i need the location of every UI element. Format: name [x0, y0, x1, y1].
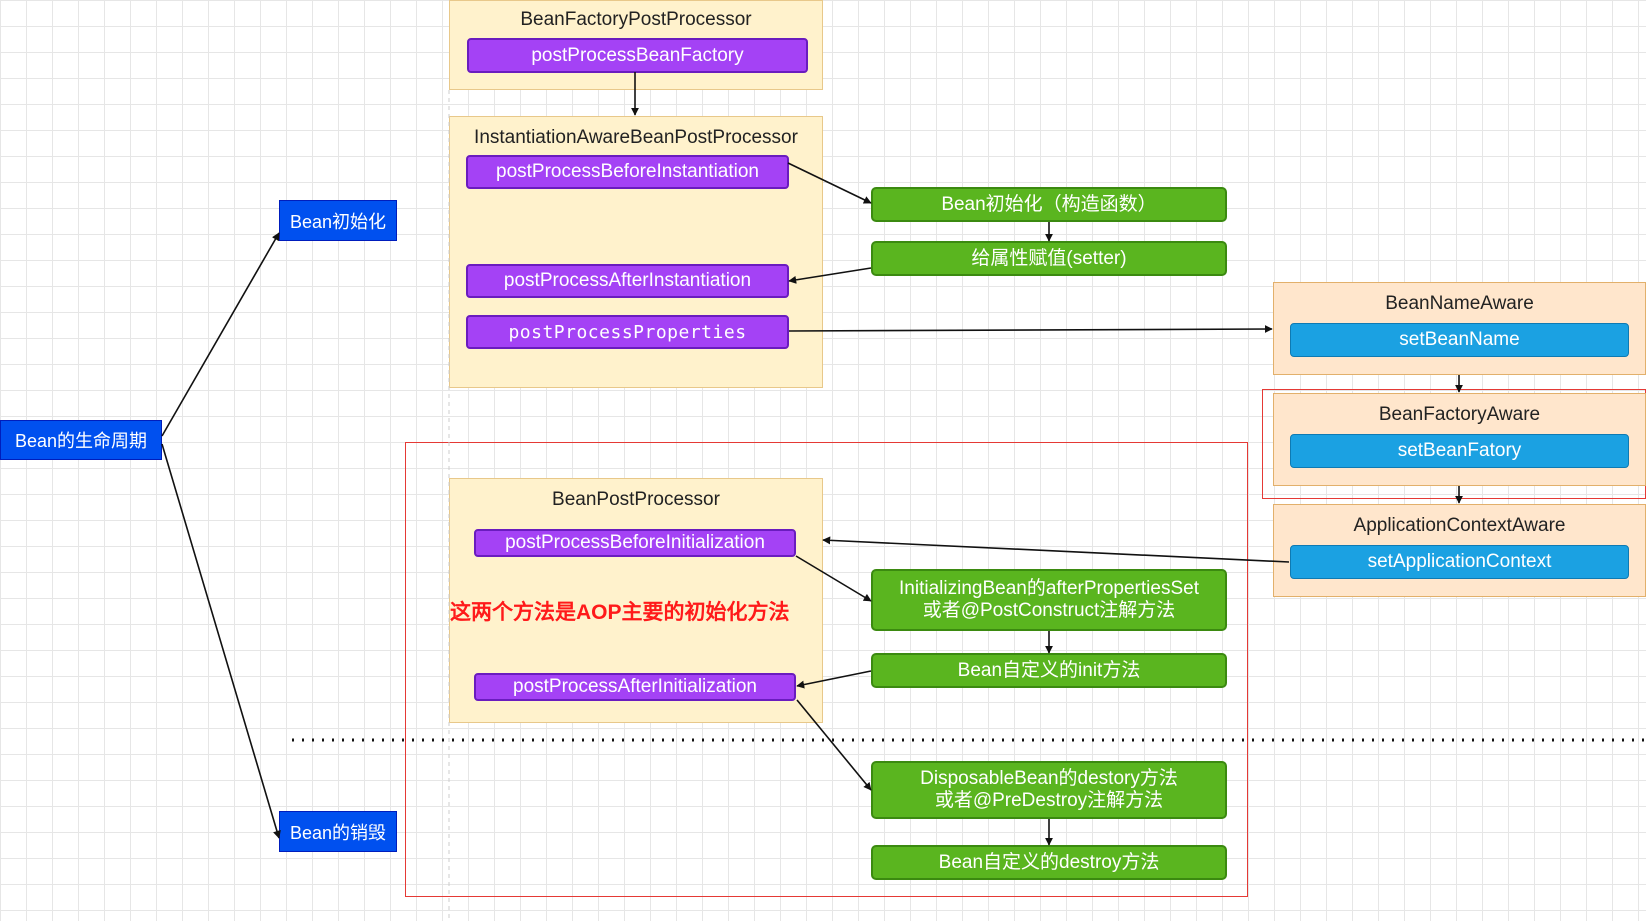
instantiation-aware-bean-post-processor-title: InstantiationAwareBeanPostProcessor: [474, 127, 798, 148]
post-process-bean-factory-method[interactable]: postProcessBeanFactory: [467, 38, 808, 73]
bean-name-aware-group: BeanNameAware setBeanName: [1273, 282, 1646, 375]
set-bean-factory-method[interactable]: setBeanFatory: [1290, 434, 1629, 468]
post-process-after-initialization-method[interactable]: postProcessAfterInitialization: [474, 673, 796, 701]
bean-init-node[interactable]: Bean初始化: [279, 200, 397, 241]
after-properties-set-step[interactable]: InitializingBean的afterPropertiesSet 或者@P…: [871, 569, 1227, 631]
disposable-bean-step[interactable]: DisposableBean的destory方法 或者@PreDestroy注解…: [871, 761, 1227, 819]
custom-destroy-step[interactable]: Bean自定义的destroy方法: [871, 845, 1227, 880]
bean-constructor-label: Bean初始化（构造函数）: [941, 193, 1157, 215]
properties-to-bean-name-aware-arrow: [788, 325, 1273, 334]
bean-constructor-step[interactable]: Bean初始化（构造函数）: [871, 187, 1227, 222]
bean-factory-aware-title: BeanFactoryAware: [1378, 404, 1541, 425]
custom-destroy-label: Bean自定义的destroy方法: [938, 851, 1160, 873]
after-properties-set-line1: InitializingBean的afterPropertiesSet: [899, 578, 1199, 599]
custom-init-step[interactable]: Bean自定义的init方法: [871, 653, 1227, 688]
bean-post-processor-title: BeanPostProcessor: [552, 489, 720, 510]
bean-factory-aware-group: BeanFactoryAware setBeanFatory: [1273, 393, 1646, 486]
bean-name-aware-title: BeanNameAware: [1385, 293, 1534, 314]
application-context-aware-group: ApplicationContextAware setApplicationCo…: [1273, 504, 1646, 597]
application-context-aware-title: ApplicationContextAware: [1353, 515, 1566, 536]
property-setter-step[interactable]: 给属性赋值(setter): [871, 241, 1227, 276]
instantiation-aware-bean-post-processor-group: InstantiationAwareBeanPostProcessor post…: [449, 116, 823, 388]
set-bean-name-method[interactable]: setBeanName: [1290, 323, 1629, 357]
post-process-before-initialization-method[interactable]: postProcessBeforeInitialization: [474, 529, 796, 557]
bean-destroy-node[interactable]: Bean的销毁: [279, 811, 397, 852]
bean-post-processor-group: BeanPostProcessor postProcessBeforeIniti…: [449, 478, 823, 723]
set-application-context-method[interactable]: setApplicationContext: [1290, 545, 1629, 579]
root-to-init-arrow: [161, 232, 280, 437]
post-process-properties-method[interactable]: postProcessProperties: [466, 315, 789, 349]
bean-factory-post-processor-title: BeanFactoryPostProcessor: [520, 9, 752, 30]
after-properties-set-line2: 或者@PostConstruct注解方法: [922, 600, 1176, 621]
bean-lifecycle-root[interactable]: Bean的生命周期: [0, 420, 162, 460]
disposable-bean-line2: 或者@PreDestroy注解方法: [934, 790, 1164, 811]
aop-initialization-note: 这两个方法是AOP主要的初始化方法: [450, 601, 790, 624]
disposable-bean-line1: DisposableBean的destory方法: [920, 768, 1178, 789]
post-process-after-instantiation-method[interactable]: postProcessAfterInstantiation: [466, 264, 789, 298]
post-process-before-instantiation-method[interactable]: postProcessBeforeInstantiation: [466, 155, 789, 189]
root-to-destroy-arrow: [161, 443, 281, 839]
bean-factory-post-processor-group: BeanFactoryPostProcessor postProcessBean…: [449, 0, 823, 90]
custom-init-label: Bean自定义的init方法: [957, 659, 1141, 681]
aop-highlight-frame: [405, 442, 1248, 897]
property-setter-label: 给属性赋值(setter): [971, 247, 1127, 269]
